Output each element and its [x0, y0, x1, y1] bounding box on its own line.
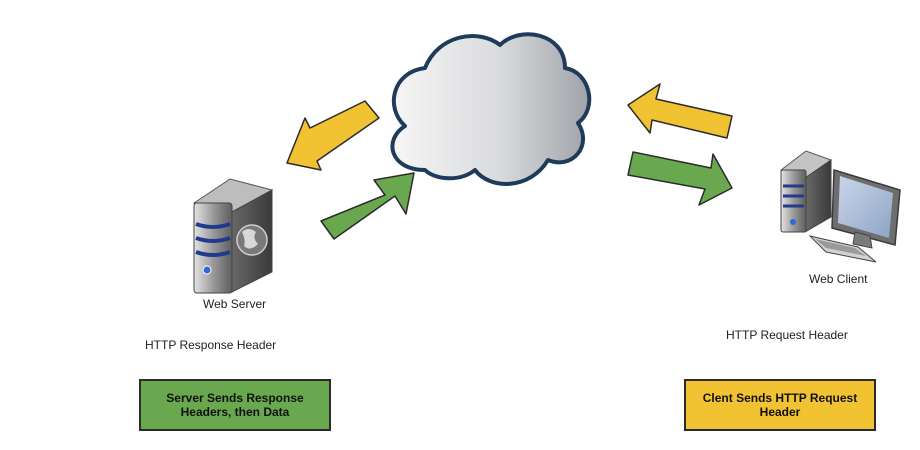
- request-arrow-to-cloud: [320, 172, 415, 240]
- response-arrow-to-client: [627, 151, 733, 206]
- client-box-text: Clent Sends HTTP Request Header: [702, 391, 858, 419]
- server-box-text: Server Sends Response Headers, then Data: [166, 391, 304, 419]
- desktop-computer-icon: [779, 150, 901, 263]
- server-sends-response-box: Server Sends Response Headers, then Data: [139, 379, 331, 431]
- response-arrow-to-server: [286, 100, 380, 171]
- cloud-icon: [390, 32, 592, 186]
- web-server-icon: [192, 178, 274, 294]
- client-sends-request-box: Clent Sends HTTP Request Header: [684, 379, 876, 431]
- http-response-header-label: HTTP Response Header: [145, 338, 277, 352]
- http-request-header-label: HTTP Request Header: [726, 328, 848, 342]
- web-client-label: Web Client: [809, 272, 868, 286]
- web-server-label: Web Server: [203, 297, 267, 311]
- request-arrow-to-cloud-from-client: [627, 83, 733, 139]
